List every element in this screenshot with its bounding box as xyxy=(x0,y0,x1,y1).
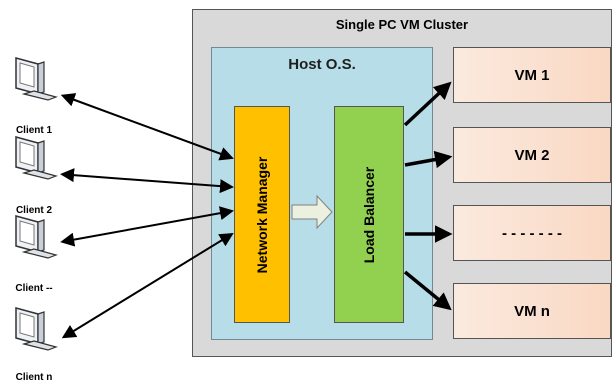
client-1-link xyxy=(60,93,234,161)
monitor-icon xyxy=(15,307,58,351)
block-arrow xyxy=(291,194,333,230)
host-os-title: Host O.S. xyxy=(288,56,356,73)
client-1-label: Client 1 xyxy=(15,125,53,136)
lb-to-vm1-arrow xyxy=(403,81,452,127)
client-3-label: Client -- xyxy=(15,283,53,294)
monitor-icon xyxy=(15,57,58,101)
client-2-link xyxy=(60,168,234,194)
client-n-label: Client n xyxy=(15,372,53,383)
network-manager-box: Network Manager xyxy=(234,106,290,323)
monitor-icon xyxy=(15,215,58,259)
lb-to-vmn-arrow xyxy=(403,270,452,311)
vm-box-2: VM 2 xyxy=(453,127,611,183)
cluster-title: Single PC VM Cluster xyxy=(335,17,469,32)
vm-box-1: VM 1 xyxy=(453,47,611,103)
monitor-icon xyxy=(15,136,58,180)
client-2-label: Client 2 xyxy=(15,205,53,216)
load-balancer-box: Load Balancer xyxy=(334,106,404,323)
client-n-link xyxy=(61,232,234,339)
vm-box-n: VM n xyxy=(453,283,611,339)
client-3-link xyxy=(60,206,234,247)
lb-to-vm2-arrow xyxy=(404,150,453,169)
vm-box-placeholder: - - - - - - - xyxy=(453,205,611,261)
